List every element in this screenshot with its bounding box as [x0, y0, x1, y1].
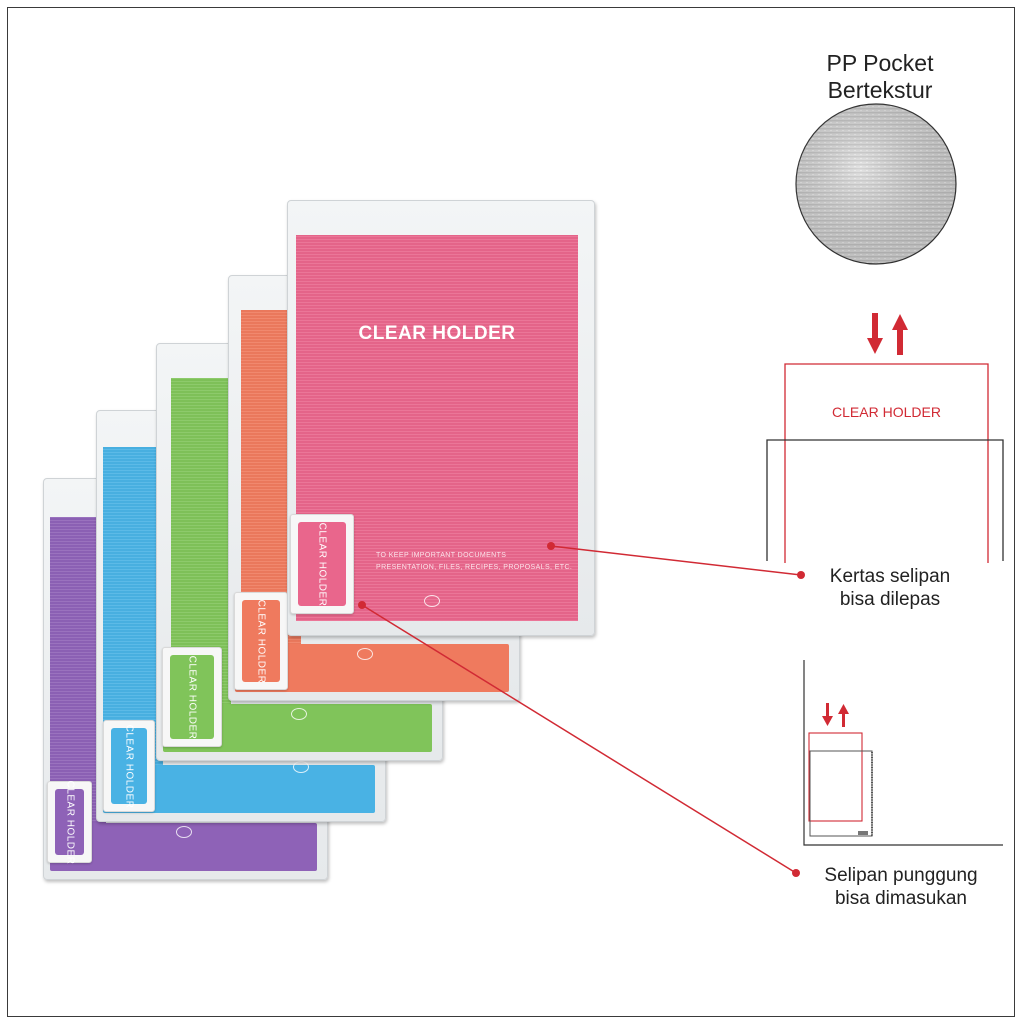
folder-pink: CLEAR HOLDER TO KEEP IMPORTANT DOCUMENTS…	[287, 200, 595, 636]
cover-desc-line-1: TO KEEP IMPORTANT DOCUMENTS	[376, 552, 507, 559]
callout-insert-line-2: bisa dilepas	[839, 589, 941, 610]
cover-title: CLEAR HOLDER	[358, 323, 516, 344]
spine-label-green: CLEAR HOLDER	[186, 655, 198, 739]
spine-card-green: CLEAR HOLDER	[162, 647, 222, 747]
callout-spine-line-1: Selipan punggung	[824, 865, 978, 886]
cover-description: TO KEEP IMPORTANT DOCUMENTS PRESENTATION…	[376, 550, 572, 574]
brand-logo-icon	[176, 826, 192, 838]
spine-label-blue: CLEAR HOLDER	[123, 724, 135, 808]
texture-title-line-2: Bertekstur	[827, 77, 933, 103]
spine-card-blue: CLEAR HOLDER	[103, 720, 155, 812]
image-frame	[7, 7, 1015, 1017]
spine-label-orange: CLEAR HOLDER	[255, 599, 267, 683]
spine-label-purple: CLEAR HOLDER	[64, 780, 75, 864]
cover-desc-line-2: PRESENTATION, FILES, RECIPES, PROPOSALS,…	[376, 564, 573, 571]
callout-removable-insert: Kertas selipan bisa dilepas	[810, 565, 970, 611]
callout-insert-line-1: Kertas selipan	[829, 566, 951, 587]
spine-label-pink: CLEAR HOLDER	[316, 522, 328, 606]
texture-title: PP Pocket Bertekstur	[760, 50, 1000, 104]
callout-spine-line-2: bisa dimasukan	[834, 888, 968, 909]
spine-card-pink: CLEAR HOLDER	[290, 514, 354, 614]
brand-logo-icon	[293, 761, 309, 773]
brand-logo-icon	[357, 648, 373, 660]
texture-title-line-1: PP Pocket	[826, 50, 934, 76]
brand-logo-icon	[291, 708, 307, 720]
spine-card-purple: CLEAR HOLDER	[47, 780, 92, 864]
spine-card-orange: CLEAR HOLDER	[234, 592, 288, 690]
insert-diagram-label: CLEAR HOLDER	[832, 404, 941, 420]
brand-logo-icon	[424, 595, 440, 607]
callout-spine-insert: Selipan punggung bisa dimasukan	[808, 864, 994, 910]
